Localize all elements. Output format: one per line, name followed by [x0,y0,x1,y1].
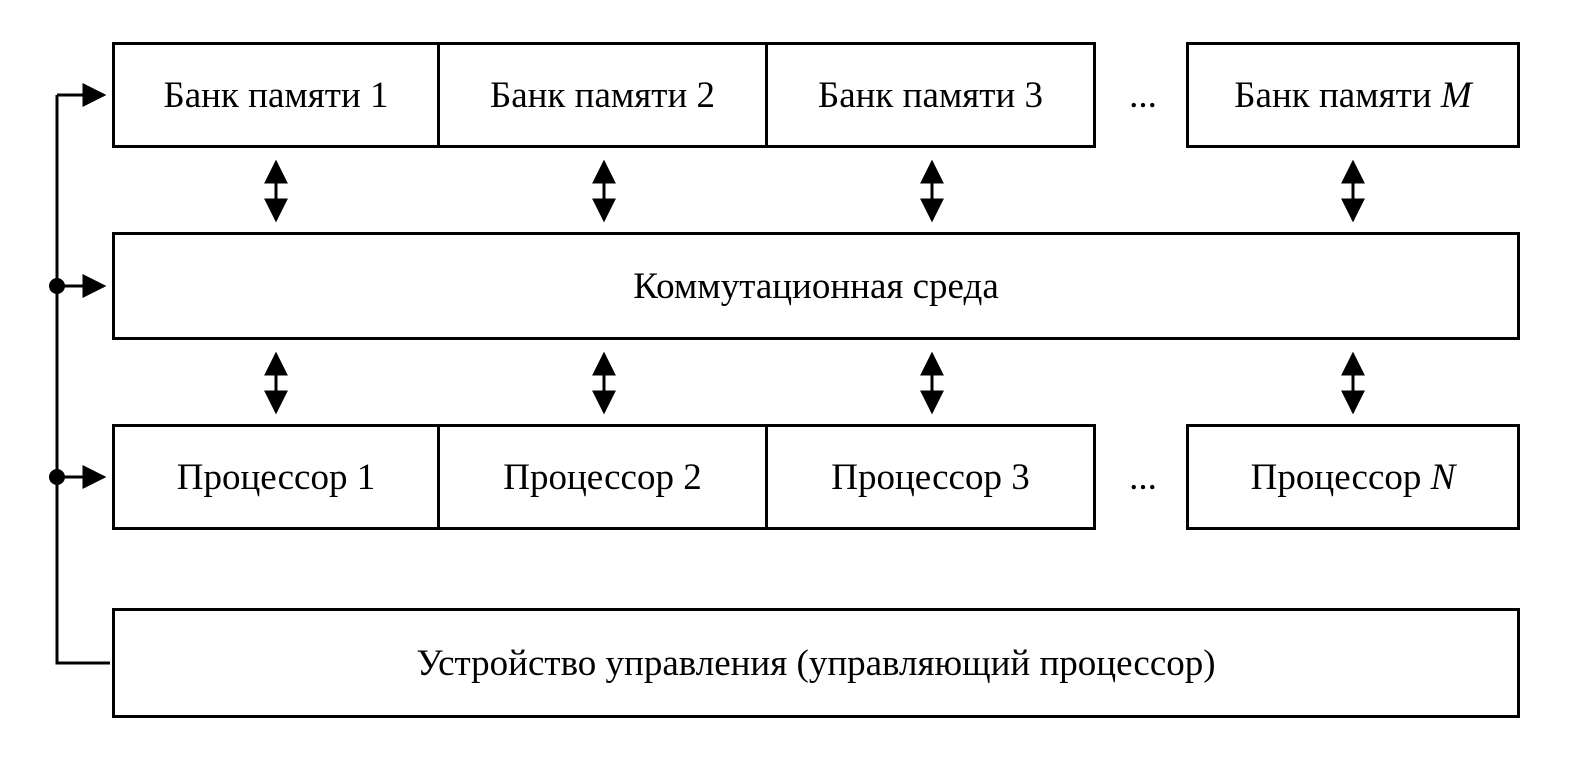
switch-medium-box: Коммутационная среда [112,232,1520,340]
processor-2-label: Процессор 2 [503,456,702,498]
control-unit-label: Устройство управления (управляющий проце… [416,642,1216,684]
processor-2-box: Процессор 2 [440,424,768,530]
memory-bank-3-box: Банк памяти 3 [768,42,1096,148]
processor-3-box: Процессор 3 [768,424,1096,530]
junction-dots [49,278,65,485]
control-bus [55,83,110,665]
memory-bank-m-box: Банк памяти M [1186,42,1520,148]
memory-bank-1-box: Банк памяти 1 [112,42,440,148]
memory-switch-arrows [264,159,1365,223]
junction-dot-icon [49,278,65,294]
processor-n-box: Процессор N [1186,424,1520,530]
ellipsis-text: ... [1129,456,1157,498]
memory-bank-2-box: Банк памяти 2 [440,42,768,148]
control-bus-trunk [55,95,110,665]
switch-medium-label: Коммутационная среда [633,265,999,307]
memory-bank-1-label: Банк памяти 1 [163,74,389,116]
control-unit-box: Устройство управления (управляющий проце… [112,608,1520,718]
processor-1-label: Процессор 1 [176,456,376,498]
memory-bank-m-prefix: Банк памяти [1234,74,1441,116]
memory-bank-3-label: Банк памяти 3 [817,74,1044,116]
switch-processor-arrows [264,351,1365,415]
processor-n-prefix: Процессор [1250,456,1431,498]
memory-row-ellipsis: ... [1100,42,1186,148]
memory-bank-m-var: M [1440,74,1472,116]
memory-bank-2-label: Банк памяти 2 [489,74,716,116]
processor-3-label: Процессор 3 [831,456,1030,498]
memory-bank-m-label: Банк памяти M [1234,74,1471,117]
processor-row-ellipsis: ... [1100,424,1186,530]
junction-dot-icon [49,469,65,485]
processor-n-var: N [1430,456,1456,498]
processor-n-label: Процессор N [1251,456,1456,499]
processor-1-box: Процессор 1 [112,424,440,530]
ellipsis-text: ... [1129,74,1157,116]
